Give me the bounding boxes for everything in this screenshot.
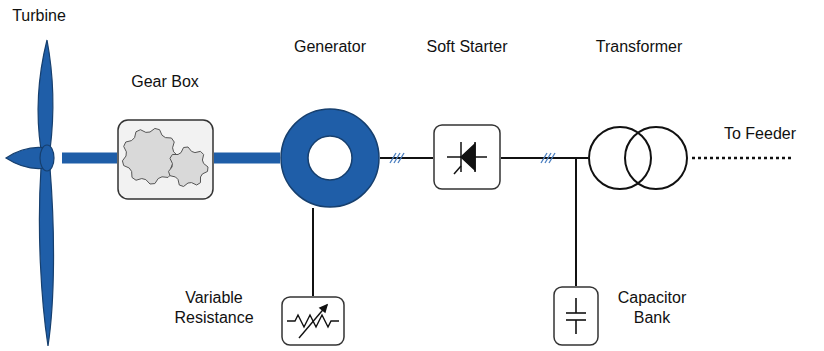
node-label: Variable Resistance <box>158 288 270 328</box>
turbine-shape <box>22 140 62 176</box>
generator-ring <box>281 109 379 207</box>
turbine-blade <box>39 168 53 346</box>
feeder-label: To Feeder <box>724 124 796 144</box>
generator-core <box>308 136 352 180</box>
transformer-winding <box>589 127 651 189</box>
soft-starter-node: Soft Starter <box>433 124 501 190</box>
turbine-hub <box>40 145 54 171</box>
transformer-node: Transformer <box>588 126 688 190</box>
generator-node: Generator <box>280 108 380 208</box>
node-label: Generator <box>294 37 366 57</box>
transformer-shape <box>588 126 688 190</box>
turbine-blades <box>6 40 54 346</box>
node-label: Gear Box <box>131 72 199 92</box>
power-wire <box>501 158 576 286</box>
transformer-winding <box>625 127 687 189</box>
gear <box>169 147 208 186</box>
drive-shaft <box>214 153 280 164</box>
turbine-node: Turbine <box>22 140 62 176</box>
gearbox-shape <box>117 119 214 200</box>
soft-starter-box <box>434 125 500 189</box>
node-label: Transformer <box>596 37 683 57</box>
drive-shaft <box>62 153 117 164</box>
gearbox-housing <box>118 120 213 199</box>
resistor-box <box>282 297 344 345</box>
capacitor-box <box>554 287 598 345</box>
power-wire <box>312 208 314 296</box>
resistor-symbol <box>287 305 339 338</box>
capacitor-symbol <box>566 298 586 334</box>
soft-starter-shape <box>433 124 501 190</box>
thyristor-symbol <box>447 142 487 174</box>
gearbox-node: Gear Box <box>117 119 214 200</box>
generator-shape <box>280 108 380 208</box>
variable-resistance-node: Variable Resistance <box>281 296 345 346</box>
feeder-line <box>692 157 792 160</box>
capacitor-bank-node: Capacitor Bank <box>553 286 599 346</box>
variable-resistance-shape <box>281 296 345 346</box>
capacitor-bank-shape <box>553 286 599 346</box>
power-wire <box>380 157 433 159</box>
node-label: Turbine <box>12 6 66 26</box>
turbine-blade <box>38 40 53 150</box>
node-label: Soft Starter <box>427 37 508 57</box>
node-label: Capacitor Bank <box>604 288 700 328</box>
